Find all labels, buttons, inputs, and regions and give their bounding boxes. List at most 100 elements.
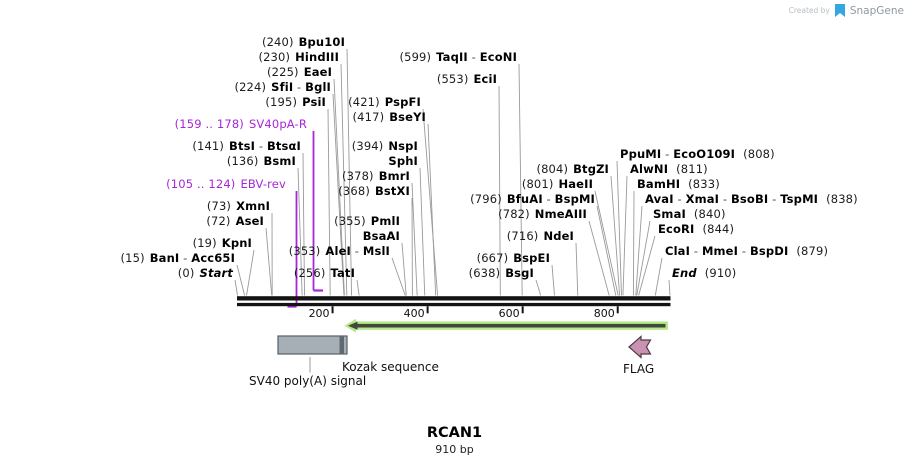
kozak-band [339, 336, 344, 354]
site-position: (417) [352, 110, 385, 124]
leader-line [610, 175, 621, 296]
site-label-ecii: (553)EciI [437, 73, 497, 86]
enzyme-name: Bpu10I [298, 35, 345, 49]
enzyme-name: PmlI [370, 214, 400, 228]
enzyme-name: BtgZI [573, 162, 609, 176]
leader-line [327, 108, 331, 296]
site-position: (638) [468, 266, 501, 280]
site-label-tati: (256)TatI [294, 267, 355, 280]
site-label-bfuai: (796)BfuAI - BspMI [470, 193, 595, 206]
enzyme-separator: - [350, 244, 363, 258]
site-position: (136) [226, 154, 259, 168]
leader-line [302, 152, 305, 296]
enzyme-name: SfiI [271, 80, 294, 94]
enzyme-name: EciI [473, 72, 497, 86]
site-position: (225) [267, 65, 299, 79]
flag-arrow [628, 335, 652, 359]
leader-line [636, 220, 651, 296]
leader-line [498, 85, 501, 296]
enzyme-separator: - [768, 192, 781, 206]
site-label-xmni: (73)XmnI [207, 200, 270, 213]
site-label-btsi: (141)BtsI - BtsαI [192, 140, 301, 153]
enzyme-name: HaeII [558, 177, 593, 191]
leader-line [391, 257, 406, 296]
site-label-alei: (353)AleI - MslI [289, 245, 390, 258]
enzyme-name: BsaAI [362, 229, 400, 243]
ruler-tick-label: 400 [403, 306, 425, 320]
enzyme-name: BseYI [389, 110, 426, 124]
site-position: (804) [536, 162, 569, 176]
enzyme-name: NdeI [543, 229, 574, 243]
leader-line [422, 108, 439, 296]
leader-line [622, 175, 628, 296]
ruler-tick-label: 600 [498, 306, 520, 320]
site-label-ppumi: PpuMI - EcoO109I(808) [620, 148, 775, 161]
leader-line [596, 205, 617, 296]
site-position: (72) [206, 214, 231, 228]
site-position: (716) [506, 229, 539, 243]
leader-line [535, 279, 542, 296]
site-position: (811) [676, 162, 708, 176]
site-position: (840) [693, 207, 726, 221]
enzyme-name: BsoBI [730, 192, 769, 206]
enzyme-name: XmnI [236, 199, 270, 213]
site-label-bseyi: (417) BseYI [353, 111, 426, 124]
site-label-taqii: (599)TaqII - EcoNI [399, 51, 517, 64]
leader-line [518, 63, 523, 296]
site-position: (230) [258, 50, 291, 64]
enzyme-name: SmaI [653, 207, 686, 221]
leader-line [234, 279, 238, 296]
enzyme-name: BtsI [229, 139, 256, 153]
leader-line [333, 78, 345, 296]
enzyme-name: MslI [362, 244, 390, 258]
ruler-tick-label: 200 [308, 306, 330, 320]
site-label-bsgi: (638)BsgI [469, 267, 534, 280]
enzyme-name: End [672, 266, 697, 280]
leader-line [340, 63, 348, 296]
site-position: (801) [521, 177, 554, 191]
leader-line [346, 48, 353, 296]
ruler-tick-label: 800 [593, 306, 615, 320]
site-label-ecori: EcoRI(844) [658, 223, 734, 236]
enzyme-name: BstXI [374, 184, 410, 198]
site-label-sfii: (224)SfiI - BglI [234, 81, 331, 94]
enzyme-name: XmaI [685, 192, 720, 206]
site-label-eaei: (225)EaeI [267, 66, 332, 79]
enzyme-name: BsmI [263, 154, 296, 168]
snapgene-ribbon-icon [834, 4, 845, 17]
primer-name: EBV-rev [240, 177, 286, 191]
sv40-polya-label: SV40 poly(A) signal [249, 374, 367, 388]
orf-arrow-body-inner [357, 323, 666, 328]
site-label-end: End(910) [672, 267, 736, 280]
site-label-start: (0)Start [178, 267, 233, 280]
enzyme-name: NmeAIII [534, 207, 587, 221]
site-position: (240) [261, 35, 294, 49]
site-label-bamhi: BamHI(833) [637, 178, 720, 191]
enzyme-name: EcoO109I [673, 147, 736, 161]
enzyme-separator: - [661, 147, 674, 161]
site-position: (0) [177, 266, 195, 280]
leader-line [668, 279, 671, 296]
site-position: (195) [265, 95, 298, 109]
enzyme-name: AlwNI [630, 162, 669, 176]
leader-line [632, 190, 635, 296]
site-position: (782) [498, 207, 530, 221]
site-label-btgzi: (804) BtgZI [536, 163, 609, 176]
enzyme-name: BspMI [554, 192, 595, 206]
site-label-ndei: (716) NdeI [507, 230, 574, 243]
enzyme-name: Acc65I [191, 251, 235, 265]
enzyme-name: TaqII [436, 50, 468, 64]
site-position: (355) [334, 214, 366, 228]
site-label-hindiii: (230) HindIII [258, 51, 339, 64]
map-length: 910 bp [435, 443, 474, 456]
site-position: (141) [192, 139, 225, 153]
enzyme-name: MmeI [701, 244, 739, 258]
leader-line [246, 249, 255, 296]
enzyme-name: HindIII [295, 50, 339, 64]
enzyme-separator: - [542, 192, 555, 206]
site-label-avai: AvaI - XmaI - BsoBI - TspMI(838) [645, 193, 858, 206]
enzyme-name: EcoNI [479, 50, 517, 64]
